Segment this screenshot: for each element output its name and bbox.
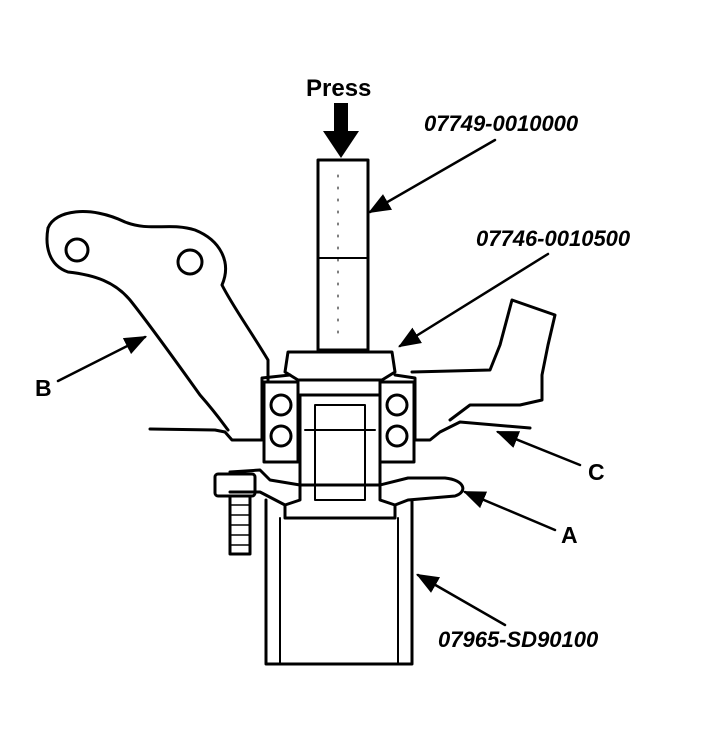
hub-housing	[148, 298, 557, 442]
base-tube	[264, 498, 414, 666]
label-tool-shaft: 07749-0010000	[424, 111, 579, 136]
hub-flange-a	[228, 468, 465, 507]
hub	[283, 393, 397, 520]
label-c: C	[588, 459, 605, 485]
leader-attachment	[398, 252, 550, 348]
press-arrow	[323, 103, 359, 158]
label-b: B	[35, 375, 52, 401]
label-press: Press	[306, 75, 371, 102]
bearing-left	[262, 380, 300, 464]
leader-a	[462, 490, 557, 532]
bearing-right	[378, 380, 416, 464]
knuckle-b	[45, 210, 270, 432]
label-tool-base: 07965-SD90100	[438, 627, 599, 652]
leader-shaft	[368, 138, 497, 214]
leader-base	[416, 573, 507, 627]
leader-c	[495, 430, 582, 467]
label-a: A	[561, 522, 578, 548]
press-shaft	[316, 158, 370, 352]
leader-b	[56, 335, 148, 383]
wheel-stud	[213, 472, 257, 556]
attachment-driver	[283, 350, 397, 382]
label-tool-attachment: 07746-0010500	[476, 226, 631, 251]
